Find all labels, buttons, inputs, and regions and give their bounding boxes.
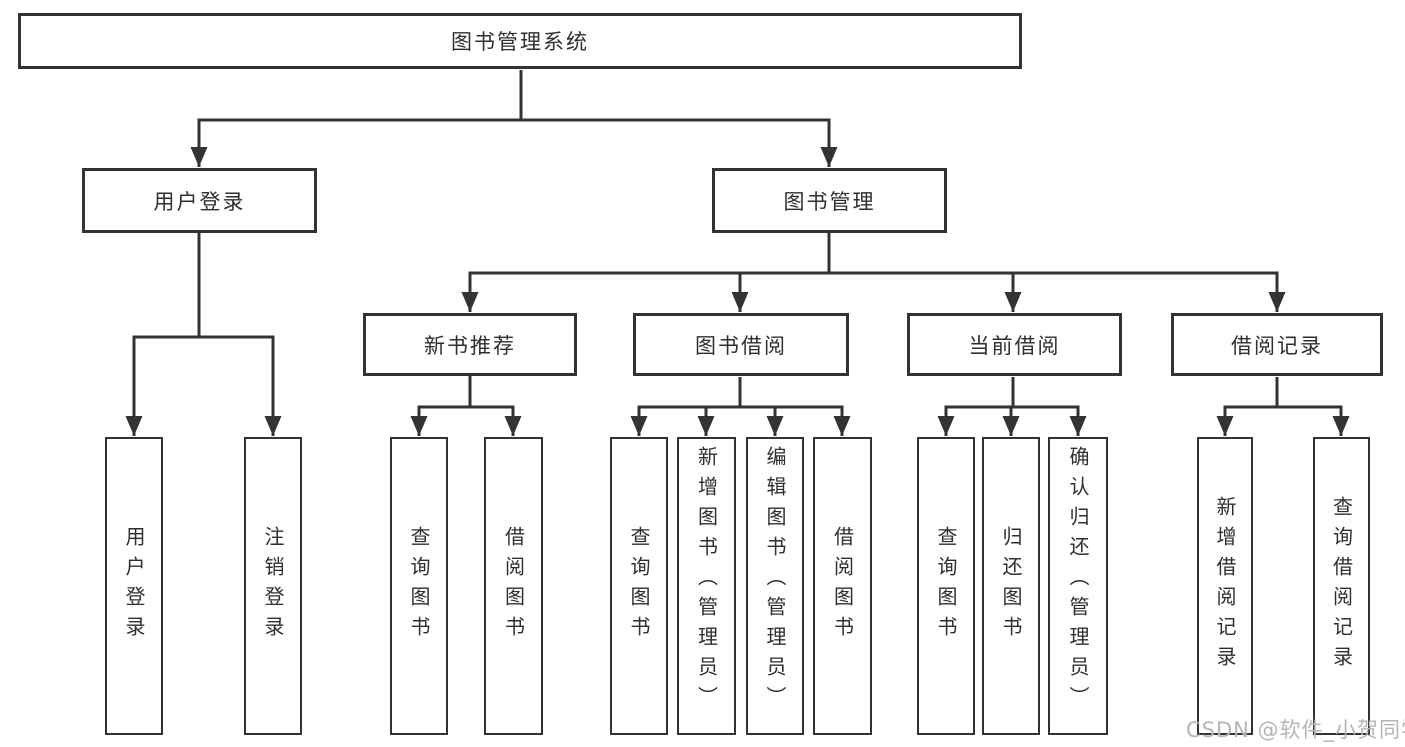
leaf-user-login: 用户登录 [105, 437, 163, 735]
leaf-borrow-books-borrow-label: 借阅图书 [830, 526, 855, 646]
leaf-borrow-books-newrec-label: 借阅图书 [501, 526, 526, 646]
csdn-watermark: CSDN @软件_小贺同学 [1186, 718, 1405, 742]
node-current-borrow-label: 当前借阅 [968, 333, 1061, 358]
leaf-add-books-admin: 新增图书（管理员） [677, 437, 736, 735]
leaf-query-books-current-label: 查询图书 [934, 526, 958, 646]
leaf-query-borrow-record-label: 查询借阅记录 [1329, 496, 1354, 676]
leaf-query-books-newrec: 查询图书 [390, 437, 448, 735]
node-book-management-label: 图书管理 [783, 189, 876, 214]
node-user-login: 用户登录 [82, 168, 317, 233]
leaf-logout-login-label: 注销登录 [261, 526, 285, 646]
node-library-system-label: 图书管理系统 [451, 30, 589, 54]
leaf-edit-books-admin-label: 编辑图书（管理员） [763, 446, 787, 716]
node-borrow-records: 借阅记录 [1171, 313, 1383, 376]
node-new-book-recommend: 新书推荐 [363, 313, 577, 376]
leaf-query-books-current: 查询图书 [917, 437, 975, 735]
leaf-borrow-books-newrec: 借阅图书 [484, 437, 543, 735]
leaf-confirm-return-admin: 确认归还（管理员） [1048, 437, 1108, 735]
leaf-query-books-borrow-label: 查询图书 [627, 526, 651, 646]
leaf-query-books-borrow: 查询图书 [610, 437, 668, 735]
node-new-book-recommend-label: 新书推荐 [424, 333, 516, 358]
leaf-return-books: 归还图书 [982, 437, 1040, 735]
node-book-borrow: 图书借阅 [633, 313, 849, 376]
leaf-add-borrow-record-label: 新增借阅记录 [1213, 496, 1237, 676]
node-book-management: 图书管理 [712, 168, 947, 233]
leaf-edit-books-admin: 编辑图书（管理员） [746, 437, 804, 735]
node-library-system: 图书管理系统 [18, 13, 1022, 69]
leaf-confirm-return-admin-label: 确认归还（管理员） [1066, 446, 1090, 716]
leaf-query-borrow-record: 查询借阅记录 [1313, 437, 1370, 735]
node-book-borrow-label: 图书借阅 [695, 333, 787, 358]
leaf-add-borrow-record: 新增借阅记录 [1197, 437, 1253, 735]
leaf-add-books-admin-label: 新增图书（管理员） [694, 446, 719, 716]
leaf-return-books-label: 归还图书 [999, 526, 1023, 646]
leaf-query-books-newrec-label: 查询图书 [407, 526, 431, 646]
leaf-borrow-books-borrow: 借阅图书 [813, 437, 872, 735]
node-current-borrow: 当前借阅 [907, 313, 1122, 376]
leaf-logout-login: 注销登录 [244, 437, 302, 735]
leaf-user-login-label: 用户登录 [122, 526, 146, 646]
node-user-login-label: 用户登录 [153, 189, 246, 214]
node-borrow-records-label: 借阅记录 [1231, 333, 1323, 358]
